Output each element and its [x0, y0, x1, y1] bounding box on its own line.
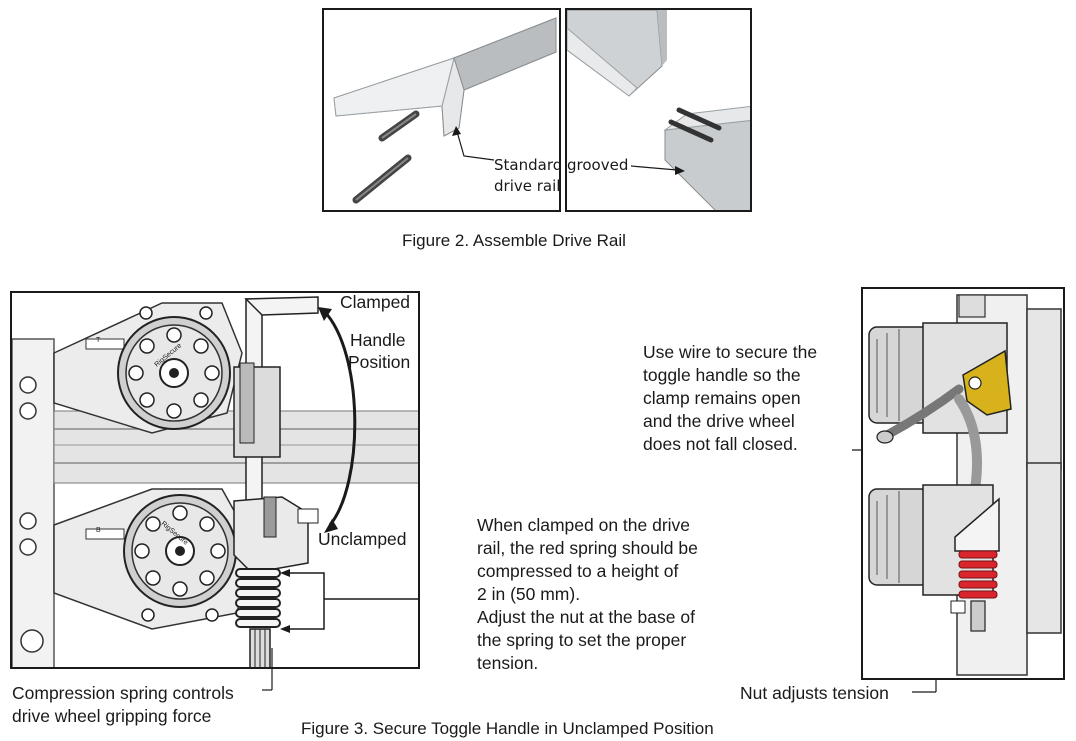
drive-side-view-illustration [868, 294, 1062, 676]
clamp-note: When clamped on the drive rail, the red … [477, 514, 698, 675]
figure3-left-panel [10, 291, 420, 669]
clamp-note-line: Adjust the nut at the base of [477, 607, 695, 627]
drive-rail-joint-illustration [567, 10, 750, 210]
wire-note-line: clamp remains open [643, 388, 801, 408]
figure2-caption: Figure 2. Assemble Drive Rail [402, 231, 626, 250]
figure2-left-panel [322, 8, 561, 212]
figure3-right-panel [861, 287, 1065, 680]
label-position: Position [348, 352, 411, 372]
clamp-note-line: 2 in (50 mm). [477, 584, 581, 604]
drive-assembly-illustration [12, 296, 418, 667]
label-handle: Handle [350, 330, 406, 350]
clamp-note-line: rail, the red spring should be [477, 538, 698, 558]
wire-note: Use wire to secure the toggle handle so … [643, 341, 817, 456]
spring-note: Compression spring controls drive wheel … [12, 682, 234, 728]
wire-note-line: Use wire to secure the [643, 342, 818, 362]
plate-letter-bottom: B [96, 527, 101, 534]
wire-note-line: toggle handle so the [643, 365, 801, 385]
spring-note-line: drive wheel gripping force [12, 706, 212, 726]
label-clamped: Clamped [340, 292, 411, 312]
wire-note-line: and the drive wheel [643, 411, 795, 431]
clamp-note-line: compressed to a height of [477, 561, 679, 581]
nut-note: Nut adjusts tension [740, 683, 889, 703]
clamp-note-line: the spring to set the proper [477, 630, 687, 650]
clamp-note-line: When clamped on the drive [477, 515, 691, 535]
label-unclamped: Unclamped [318, 529, 407, 549]
figure2-right-panel [565, 8, 752, 212]
rail-callout-line1: Standard grooved [494, 156, 629, 174]
figure3-caption: Figure 3. Secure Toggle Handle in Unclam… [301, 719, 714, 738]
rail-callout-line2: drive rail [494, 177, 561, 195]
spring-note-line: Compression spring controls [12, 683, 234, 703]
wire-note-line: does not fall closed. [643, 434, 798, 454]
drive-rail-end-illustration [333, 17, 557, 204]
clamp-note-line: tension. [477, 653, 539, 673]
plate-letter-top: T [96, 337, 101, 344]
